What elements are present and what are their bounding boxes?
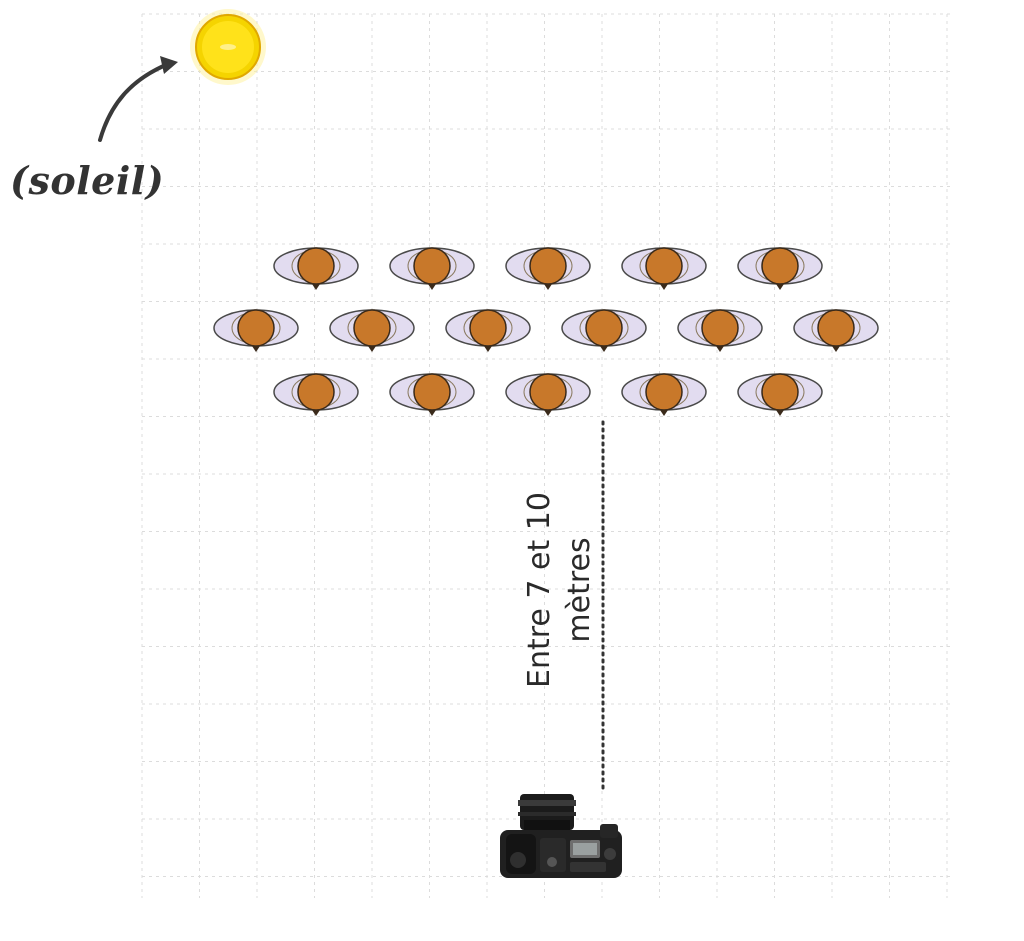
person-top-view-icon — [329, 309, 415, 352]
person-top-view-icon — [737, 247, 823, 290]
person-top-view-icon — [793, 309, 879, 352]
person-top-view-icon — [621, 373, 707, 416]
person-top-view-icon — [389, 373, 475, 416]
person-top-view-icon — [505, 373, 591, 416]
sun-pointer-arrow — [98, 56, 178, 142]
person-top-view-icon — [505, 247, 591, 290]
person-top-view-icon — [621, 247, 707, 290]
camera-icon — [500, 794, 622, 878]
person-top-view-icon — [389, 247, 475, 290]
person-top-view-icon — [561, 309, 647, 352]
sun-label: (soleil) — [10, 158, 165, 203]
sun-icon — [190, 9, 266, 85]
distance-label: Entre 7 et 10 mètres — [522, 492, 597, 688]
background-grid — [141, 13, 952, 898]
person-top-view-icon — [213, 309, 299, 352]
person-top-view-icon — [737, 373, 823, 416]
group-of-people — [213, 247, 879, 416]
person-top-view-icon — [445, 309, 531, 352]
person-top-view-icon — [273, 247, 359, 290]
person-top-view-icon — [677, 309, 763, 352]
person-top-view-icon — [273, 373, 359, 416]
